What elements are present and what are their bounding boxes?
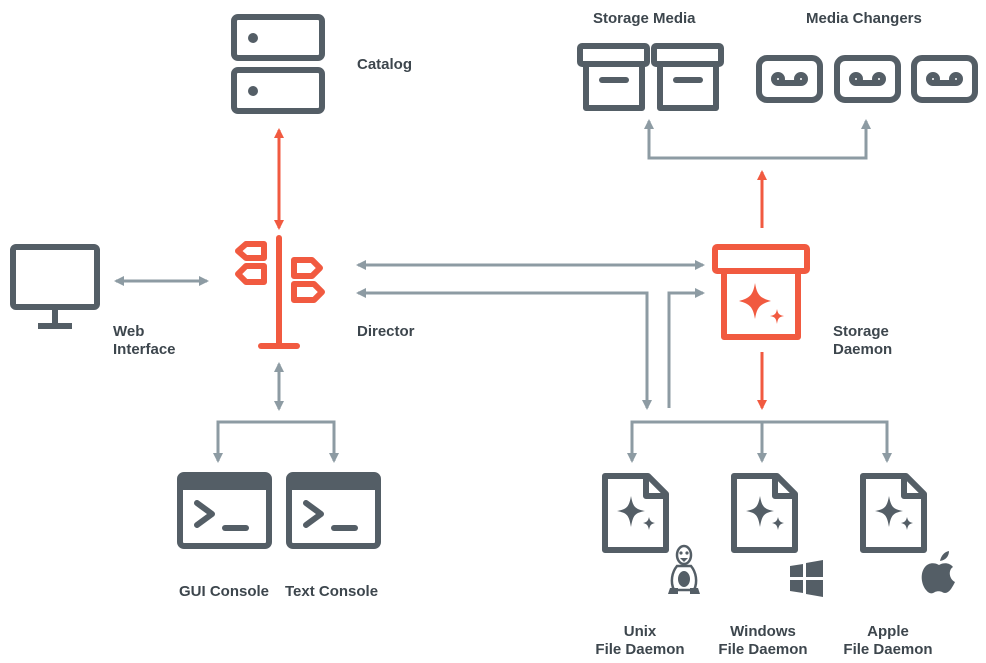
branch-media [644, 119, 871, 160]
apple-icon [921, 551, 955, 594]
windows-icon [790, 560, 823, 597]
apple-file-daemon-label-line1: Apple [867, 623, 909, 640]
media-changer-tape-icon-3 [911, 55, 978, 103]
windows-file-daemon-label: Windows File Daemon [718, 623, 807, 659]
storage-daemon-sparkle-box-icon [712, 244, 810, 340]
gui-console-label: GUI Console [179, 583, 270, 600]
web-interface-monitor-icon [10, 244, 100, 329]
text-console-terminal-icon [286, 472, 381, 549]
storage-media-label: Storage Media [593, 10, 696, 27]
storage-media-box-icon-1 [577, 43, 650, 111]
director-label: Director [357, 323, 415, 340]
unix-file-sparkle-icon [602, 473, 669, 553]
windows-file-daemon-label-line2: File Daemon [718, 641, 808, 658]
catalog-database-icon [231, 14, 325, 114]
apple-file-daemon-label: Apple File Daemon [843, 623, 932, 659]
web-interface-label: Web Interface [113, 323, 176, 359]
arrow-filedaemons-storage [667, 288, 705, 408]
arrow-director-filedaemons [356, 288, 652, 410]
windows-file-sparkle-icon [731, 473, 798, 553]
catalog-label: Catalog [357, 56, 413, 73]
apple-file-daemon-label-line2: File Daemon [843, 641, 933, 658]
media-changers-label: Media Changers [806, 10, 922, 27]
web-interface-label-line1: Web [113, 323, 145, 340]
media-changer-tape-icon-1 [756, 55, 823, 103]
storage-daemon-label: Storage Daemon [833, 323, 892, 359]
windows-file-daemon-label-line1: Windows [730, 623, 796, 640]
linux-icon [668, 544, 700, 594]
gui-console-terminal-icon [177, 472, 272, 549]
unix-file-daemon-label: Unix File Daemon [595, 623, 684, 659]
storage-daemon-label-line2: Daemon [833, 341, 893, 358]
media-changer-tape-icon-2 [834, 55, 901, 103]
storage-daemon-label-line1: Storage [833, 323, 889, 340]
unix-file-daemon-label-line1: Unix [623, 623, 657, 640]
branch-filedaemons [627, 420, 892, 463]
text-console-label: Text Console [285, 583, 379, 600]
director-signpost-icon [235, 235, 325, 349]
storage-media-box-icon-2 [651, 43, 724, 111]
branch-consoles [213, 420, 339, 463]
web-interface-label-line2: Interface [113, 341, 176, 358]
unix-file-daemon-label-line2: File Daemon [595, 641, 685, 658]
apple-file-sparkle-icon [860, 473, 927, 553]
